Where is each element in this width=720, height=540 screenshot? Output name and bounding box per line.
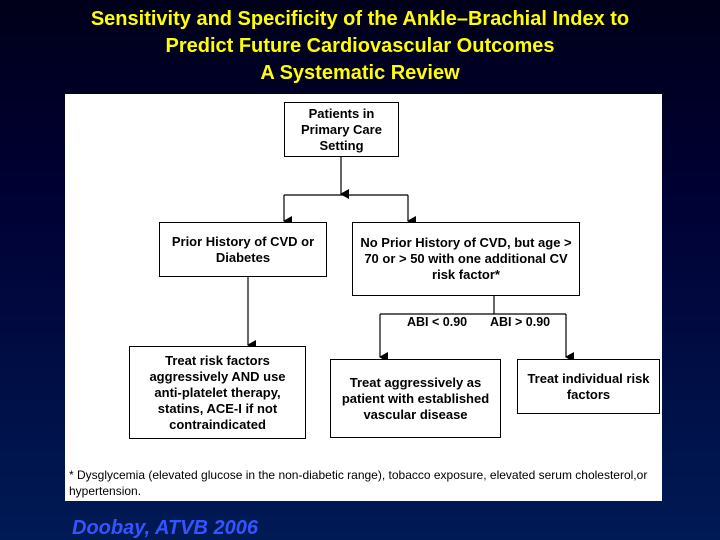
no-prior-history-box: No Prior History of CVD, but age > 70 or… bbox=[352, 222, 580, 296]
citation: Doobay, ATVB 2006 bbox=[72, 517, 258, 539]
prior-history-box: Prior History of CVD or Diabetes bbox=[159, 222, 327, 277]
treat-individual-box: Treat individual risk factors bbox=[517, 359, 660, 414]
flowchart-panel: Patients in Primary Care Setting Prior H… bbox=[65, 94, 662, 501]
flowchart-connectors bbox=[247, 157, 574, 362]
title-line-3: A Systematic Review bbox=[260, 62, 460, 84]
treat-aggressively-box: Treat aggressively as patient with estab… bbox=[330, 359, 501, 438]
title-line-2: Predict Future Cardiovascular Outcomes bbox=[165, 35, 555, 57]
treat-risk-factors-box: Treat risk factors aggressively AND use … bbox=[129, 346, 306, 439]
title-line-1: Sensitivity and Specificity of the Ankle… bbox=[90, 8, 630, 30]
slide-title: Sensitivity and Specificity of the Ankle… bbox=[0, 6, 720, 87]
footnote: * Dysglycemia (elevated glucose in the n… bbox=[69, 468, 648, 498]
abi-high-label: ABI > 0.90 bbox=[490, 315, 551, 329]
patients-box: Patients in Primary Care Setting bbox=[284, 102, 399, 157]
abi-low-label: ABI < 0.90 bbox=[407, 315, 468, 329]
